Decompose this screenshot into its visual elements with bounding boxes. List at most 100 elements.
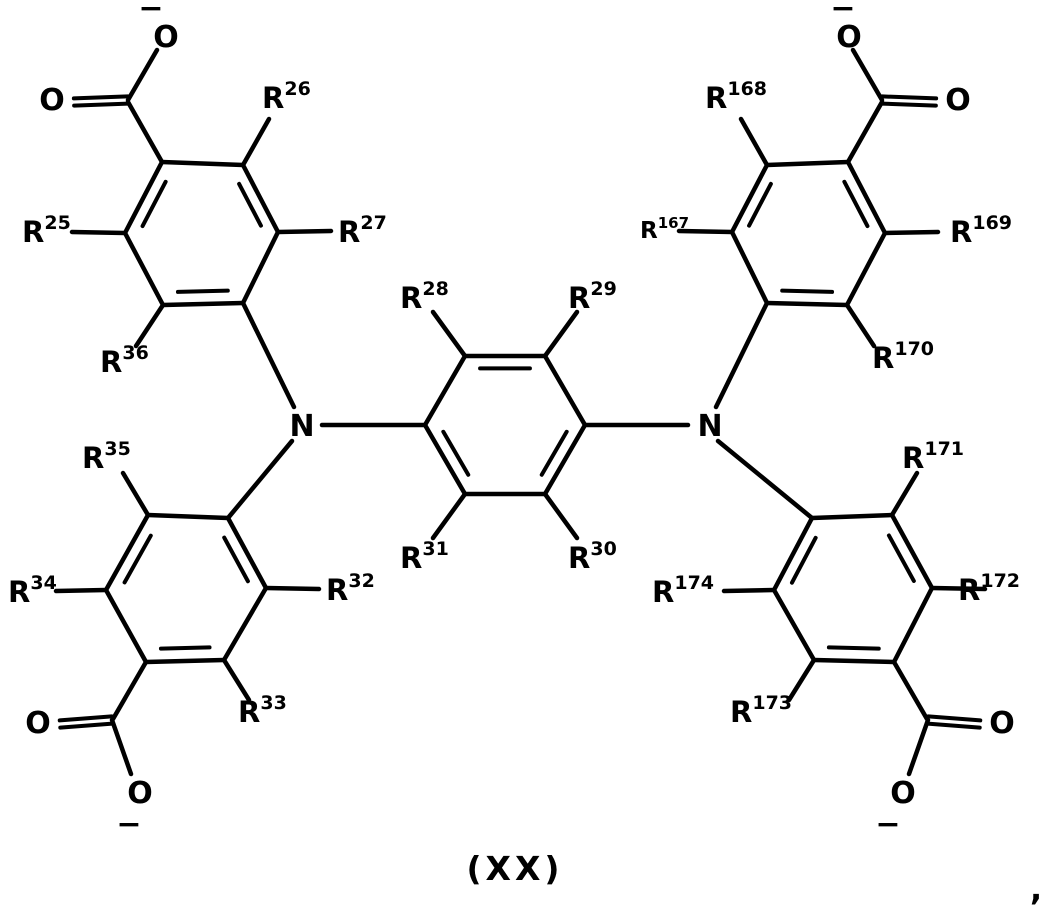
bond [809,512,895,521]
bond [891,659,930,722]
substituent-label-r174: R174 [652,572,714,609]
bond [422,353,468,428]
bond [109,717,134,777]
bond [103,512,151,593]
bond [826,645,881,651]
bond [263,585,322,592]
bond [889,470,920,518]
substituent-label-r171: R171 [902,438,964,475]
substituent-label-r36: R36 [100,342,149,379]
bond [771,515,815,593]
bond [891,585,935,665]
bond [275,228,334,235]
bond [676,228,735,235]
formula-number-label: (XX) [466,849,563,888]
bond [780,288,835,294]
bond [71,94,130,101]
bond [225,515,269,591]
bond [926,714,983,723]
substituent-label-r34: R34 [8,572,57,609]
bond [715,438,815,521]
substituent-label-r170: R170 [872,338,934,375]
bond [69,229,128,236]
nitrogen-left-label: N [289,409,314,444]
bond [850,47,885,103]
bond [143,657,227,665]
bond [539,429,569,477]
substituent-label-r30: R30 [568,538,617,575]
bond [886,533,916,583]
bond [729,162,770,235]
bond [811,657,897,665]
bond [844,302,877,349]
bond [738,116,770,168]
bond [58,721,115,730]
bond [844,230,888,308]
bond [542,353,588,428]
bond [122,230,166,308]
bond [159,159,246,168]
bond [713,300,770,410]
oxygen-double-lower-right-label: O [989,706,1015,741]
substituent-label-r172: R172 [958,570,1020,607]
bond [133,302,166,349]
substituent-label-r169: R169 [950,212,1012,249]
bond [221,657,252,703]
bond [422,422,468,497]
bond [441,429,471,477]
bond [889,512,935,591]
bond [221,585,269,663]
bond [906,717,931,777]
nitrogen-right-label: N [697,409,722,444]
bond [880,94,939,101]
bond [542,309,580,359]
bond [145,512,231,521]
substituent-label-r167: R167 [640,214,689,244]
charge-minus-lower-left: − [116,807,141,842]
bond [542,422,588,497]
bond [225,438,295,521]
bond [53,587,109,594]
substituent-label-r28: R28 [400,278,449,315]
bond [845,99,885,165]
bond [125,47,160,103]
substituent-label-r29: R29 [568,278,617,315]
substituent-label-r31: R31 [400,538,449,575]
bond [240,229,281,306]
bond [103,587,149,665]
bond [771,587,817,663]
bond [764,159,851,168]
oxygen-single-upper-right-label: O [836,20,862,55]
bond [140,179,168,229]
bond [764,300,850,308]
substituent-label-r173: R173 [730,692,792,729]
bond [222,535,250,584]
charge-minus-lower-right: − [875,807,900,842]
bond [925,721,982,730]
bond [237,181,263,228]
bond [72,101,131,108]
bond [721,587,777,594]
substituent-label-r26: R26 [262,78,311,115]
bond [120,470,151,518]
trailing-comma: , [1030,870,1042,908]
charge-minus-upper-right: − [830,0,855,26]
bond [542,491,580,541]
substituent-label-r25: R25 [22,212,71,249]
bond [240,300,297,410]
bond [110,659,149,722]
atom-and-substituent-labels: N N O O − O O − O O − O O − R28 R29 R31 … [8,0,1042,908]
bond [882,229,941,236]
oxygen-single-upper-left-label: O [153,20,179,55]
bond [122,533,153,585]
bond [729,229,770,306]
bond [57,714,114,723]
oxygen-double-upper-left-label: O [39,83,65,118]
bond [929,585,988,592]
bond [879,101,938,108]
substituent-label-r32: R32 [326,570,375,607]
oxygen-single-lower-left-label: O [127,776,153,811]
charge-minus-upper-left: − [138,0,163,26]
